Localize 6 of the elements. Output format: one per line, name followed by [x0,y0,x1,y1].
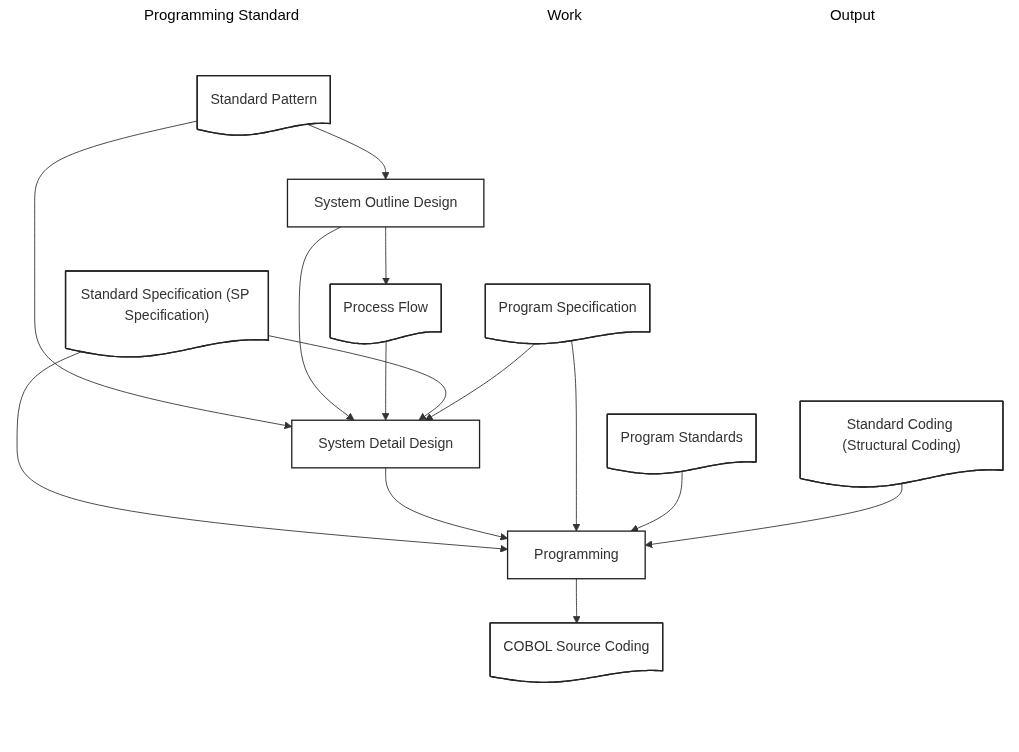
column-heading: Output [829,6,875,23]
node-box: System Outline Design [286,178,485,228]
node-box: System Detail Design [290,419,480,469]
node-box: Programming [506,530,646,580]
column-heading: Programming Standard [144,6,300,23]
column-heading: Work [547,6,582,23]
